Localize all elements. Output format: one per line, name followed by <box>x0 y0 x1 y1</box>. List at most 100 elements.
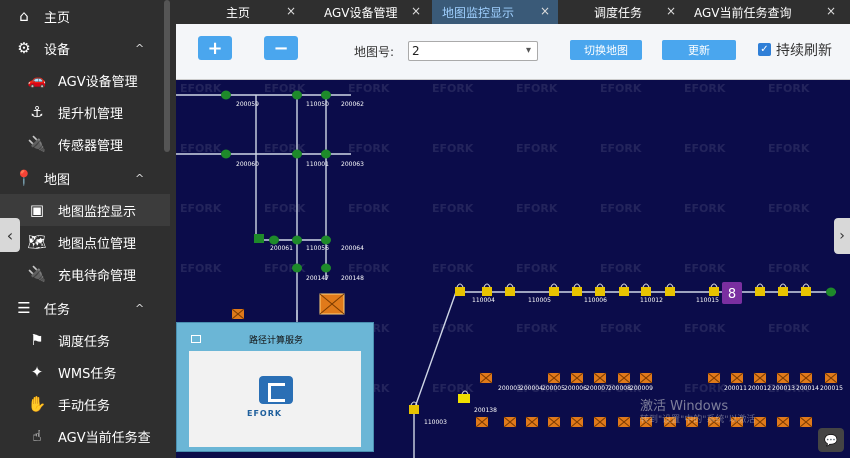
task-list-icon: ☰ <box>17 299 31 317</box>
task-cross <box>799 372 813 384</box>
task-cross <box>547 372 561 384</box>
tab-home[interactable]: 主页 × <box>216 0 304 24</box>
task-cross <box>753 416 767 428</box>
sidebar-item-label: AGV设备管理 <box>58 74 138 90</box>
map-number-value: 2 <box>412 44 420 58</box>
efork-watermark: EFORK <box>768 322 810 335</box>
map-node <box>292 90 302 100</box>
efork-watermark: EFORK <box>432 82 474 95</box>
node-label: 110050 <box>306 101 329 108</box>
station-lock <box>550 283 558 288</box>
efork-watermark: EFORK <box>516 142 558 155</box>
tab-label: AGV当前任务查询 <box>694 5 792 20</box>
sidebar-item-label: 任务 <box>44 302 71 318</box>
station-lock <box>483 283 491 288</box>
sidebar-group-devices[interactable]: ⚙ 设备 ^ <box>0 32 170 64</box>
map-node <box>292 235 302 245</box>
station-marker <box>549 287 559 296</box>
efork-watermark: EFORK <box>180 142 222 155</box>
task-cross <box>776 416 790 428</box>
station-marker <box>458 394 470 403</box>
efork-watermark: EFORK <box>432 262 474 275</box>
close-icon[interactable]: × <box>410 4 421 18</box>
map-node <box>292 263 302 273</box>
sidebar-item-lift[interactable]: ⚓ 提升机管理 <box>0 96 170 128</box>
station-marker <box>455 287 465 296</box>
station-lock <box>642 283 650 288</box>
node-label: 200148 <box>341 275 364 282</box>
task-cross <box>547 416 561 428</box>
node-label: 200061 <box>270 245 293 252</box>
station-marker <box>801 287 811 296</box>
node-label: 200015 <box>820 385 843 392</box>
map-path <box>413 291 457 411</box>
sidebar-item-label: 地图监控显示 <box>58 204 137 220</box>
efork-watermark: EFORK <box>348 202 390 215</box>
task-cross <box>730 416 744 428</box>
zoom-in-button[interactable]: + <box>198 36 232 60</box>
tab-agv-current[interactable]: AGV当前任务查询 × <box>684 0 844 24</box>
sidebar-item-map-monitor[interactable]: ▣ 地图监控显示 <box>0 194 170 226</box>
close-icon[interactable]: × <box>539 4 550 18</box>
node-label: 200006 <box>564 385 587 392</box>
station-marker <box>482 287 492 296</box>
refresh-button[interactable]: 更新 <box>662 40 736 60</box>
tab-map-monitor[interactable]: 地图监控显示 × <box>432 0 558 24</box>
efork-watermark: EFORK <box>516 202 558 215</box>
sidebar-item-map-points[interactable]: 🗺 地图点位管理 <box>0 226 170 258</box>
sidebar-item-charging[interactable]: 🔌 充电待命管理 <box>0 258 170 290</box>
sidebar-item-dispatch[interactable]: ⚑ 调度任务 <box>0 324 170 356</box>
sidebar-group-map[interactable]: 📍 地图 ^ <box>0 162 170 194</box>
tab-label: 地图监控显示 <box>442 5 515 20</box>
zoom-out-button[interactable]: − <box>264 36 298 60</box>
sidebar-item-wms[interactable]: ✦ WMS任务 <box>0 356 170 388</box>
chevron-up-icon: ^ <box>135 171 145 185</box>
node-label: 200004 <box>520 385 543 392</box>
task-cross <box>593 372 607 384</box>
route-service-window[interactable]: 路径计算服务 EFORK <box>176 322 374 452</box>
close-icon[interactable]: × <box>825 4 836 18</box>
station-marker <box>572 287 582 296</box>
sidebar-item-agv-devices[interactable]: 🚗 AGV设备管理 <box>0 64 170 96</box>
map-next-button[interactable]: › <box>834 218 850 254</box>
sidebar-item-sensors[interactable]: 🔌 传感器管理 <box>0 128 170 160</box>
efork-watermark: EFORK <box>264 202 306 215</box>
map-number-select[interactable]: 2 ▾ <box>408 41 538 61</box>
auto-refresh-checkbox[interactable]: ✓ <box>758 43 771 56</box>
map-pin-icon: 📍 <box>14 169 34 187</box>
efork-watermark: EFORK <box>600 322 642 335</box>
switch-map-button[interactable]: 切换地图 <box>570 40 642 60</box>
task-cross <box>570 372 584 384</box>
node-label: 200005 <box>542 385 565 392</box>
sidebar-item-manual[interactable]: ✋ 手动任务 <box>0 388 170 420</box>
sidebar-group-tasks[interactable]: ☰ 任务 ^ <box>0 292 170 324</box>
efork-watermark: EFORK <box>516 82 558 95</box>
node-label: 200063 <box>341 161 364 168</box>
station-lock <box>620 283 628 288</box>
sidebar-item-home[interactable]: ⌂ 主页 <box>0 0 170 32</box>
auto-refresh-label: 持续刷新 <box>776 43 832 59</box>
task-cross <box>525 416 539 428</box>
node-label: 200011 <box>724 385 747 392</box>
station-lock <box>666 283 674 288</box>
sidebar-item-label: WMS任务 <box>58 366 117 382</box>
close-icon[interactable]: × <box>285 4 296 18</box>
tab-agv-devices[interactable]: AGV设备管理 × <box>314 0 429 24</box>
efork-watermark: EFORK <box>348 262 390 275</box>
efork-watermark: EFORK <box>600 262 642 275</box>
chat-icon[interactable]: 💬 <box>818 428 844 452</box>
close-icon[interactable]: × <box>665 4 676 18</box>
node-label: 110012 <box>640 297 663 304</box>
station-marker <box>665 287 675 296</box>
tab-dispatch[interactable]: 调度任务 × <box>584 0 684 24</box>
sidebar-item-agv-current[interactable]: ☝ AGV当前任务查 <box>0 420 170 452</box>
sidebar-collapse-button[interactable]: ‹ <box>0 218 20 252</box>
station-marker <box>409 405 419 414</box>
station-lock <box>779 283 787 288</box>
efork-watermark: EFORK <box>516 322 558 335</box>
home-icon: ⌂ <box>19 7 29 25</box>
map-node <box>254 234 264 243</box>
node-label: 110003 <box>424 419 447 426</box>
sidebar-scrollbar[interactable] <box>164 0 170 152</box>
